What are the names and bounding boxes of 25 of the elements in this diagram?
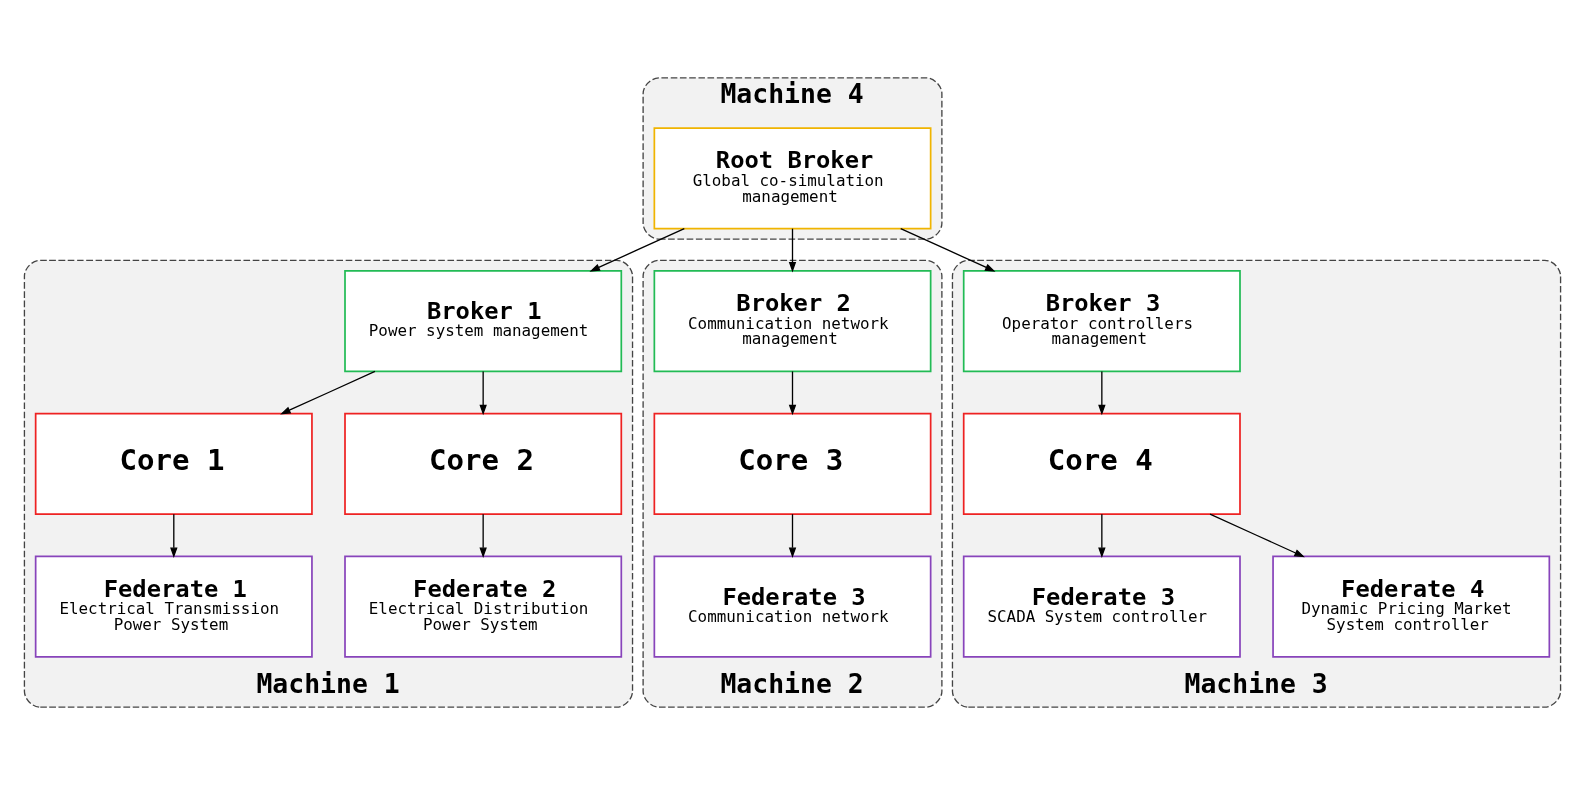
arrow [900,228,996,272]
arrow [788,228,797,273]
arrow [1098,370,1106,416]
arrow [788,370,797,416]
node-box: Broker 2 Communication network management [653,270,932,373]
node-box: Core 3 [653,412,932,515]
arrow [170,513,178,559]
node-box: Broker 1 Power system management [344,270,623,373]
node-box: Federate 1 Electrical Transmission Power System [34,555,313,658]
node-box: Broker 3 Operator controllers management [962,270,1241,373]
arrow [1209,513,1305,558]
arrow [479,370,487,416]
node-box: Core 2 [344,412,623,515]
arrow [1098,513,1106,559]
node-box: Core 1 [34,412,313,515]
node-box: Federate 2 Electrical Distribution Power System [344,555,623,658]
node-box: Federate 3 Communication network [653,555,932,658]
arrow [589,228,685,272]
arrow [479,513,487,559]
node-box: Federate 3 SCADA System controller [962,555,1241,658]
node-box: Root Broker Global co-simulation management [653,127,932,230]
node-box: Federate 4 Dynamic Pricing Market System controller [1272,555,1551,658]
arrow [280,370,376,415]
arrow [788,513,797,559]
node-box: Core 4 [962,412,1241,515]
